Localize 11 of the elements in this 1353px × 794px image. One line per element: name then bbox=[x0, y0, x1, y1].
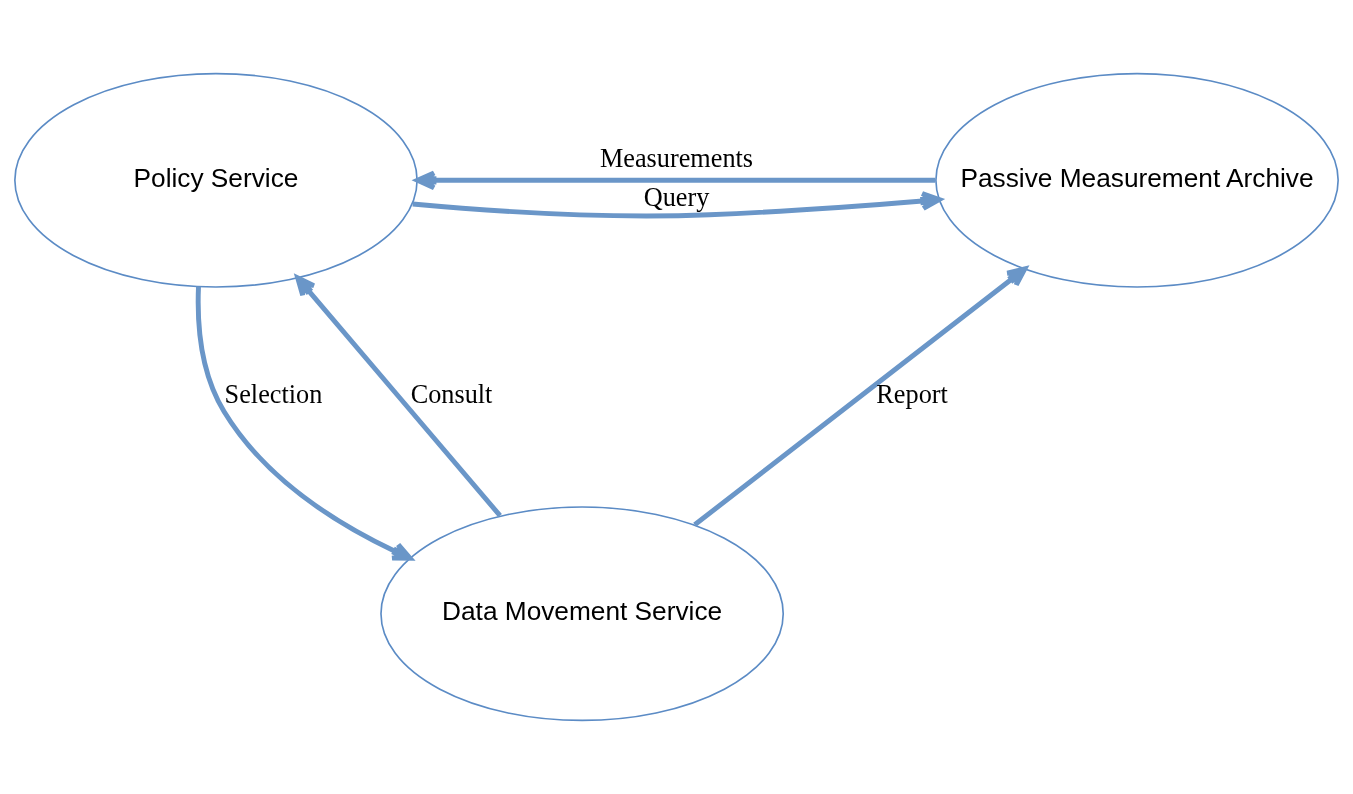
edge-label: Measurements bbox=[599, 143, 754, 173]
arrow bbox=[412, 191, 942, 219]
edge-label: Selection bbox=[224, 380, 323, 410]
arrow bbox=[693, 266, 1028, 527]
node-ellipse: Data Movement Service bbox=[380, 506, 785, 722]
edge-label: Query bbox=[643, 183, 710, 213]
node-ellipse: Policy Service bbox=[14, 72, 418, 288]
edge-label: Report bbox=[876, 380, 948, 410]
arrow bbox=[195, 286, 413, 561]
arrow bbox=[295, 275, 502, 518]
edge-label: Consult bbox=[410, 380, 493, 410]
